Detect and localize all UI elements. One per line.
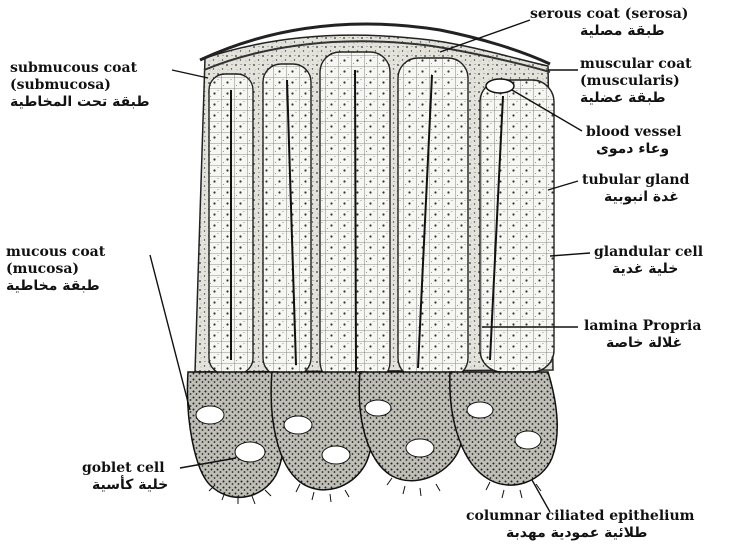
label-submucosa-en2: (submucosa) [10,77,150,94]
goblet-cell [406,439,434,457]
goblet-cell [515,431,541,449]
gland-lumen [355,70,356,372]
label-glandular-cell: glandular cell خلية غدية [594,244,703,278]
goblet-cell [284,416,312,434]
label-serosa-ar: طبقة مصلية [530,23,688,40]
label-muscularis-en2: (muscularis) [580,73,692,90]
label-glandular-cell-ar: خلية غدية [594,261,703,278]
label-lamina-propria-en: lamina Propria [584,318,701,335]
goblet-cell [467,402,493,418]
mucosal-fold [359,372,464,481]
label-submucosa-en1: submucous coat [10,60,150,77]
goblet-cell [196,406,224,424]
label-columnar-epithelium: columnar ciliated epithelium طلائية عمود… [466,508,694,542]
leader-glandular-cell [550,253,590,256]
leader-serosa [440,20,530,52]
label-mucosa-en1: mucous coat [6,244,105,261]
label-lamina-propria-ar: غلالة خاصة [584,335,701,352]
mucosal-fold [187,372,284,497]
label-columnar-epithelium-en: columnar ciliated epithelium [466,508,694,525]
label-submucosa: submucous coat (submucosa) طبقة تحت المخ… [10,60,150,111]
label-columnar-epithelium-ar: طلائية عمودية مهدبة [466,525,694,542]
label-tubular-gland-ar: غدة انبوبية [582,189,689,206]
label-submucosa-ar: طبقة تحت المخاطية [10,94,150,111]
mucosal-fold [450,372,557,485]
label-glandular-cell-en: glandular cell [594,244,703,261]
label-blood-vessel: blood vessel وعاء دموى [586,124,681,158]
mucosal-folds [187,372,557,504]
label-muscularis-en1: muscular coat [580,56,692,73]
goblet-cell [365,400,391,416]
label-tubular-gland: tubular gland غدة انبوبية [582,172,689,206]
goblet-cell [322,446,350,464]
leader-submucosa [172,70,208,78]
label-goblet-cell-ar: خلية كأسية [82,477,168,494]
label-goblet-cell-en: goblet cell [82,460,168,477]
label-mucosa: mucous coat (mucosa) طبقة مخاطية [6,244,105,295]
label-mucosa-en2: (mucosa) [6,261,105,278]
label-serosa-en: serous coat (serosa) [530,6,688,23]
goblet-cell [235,442,265,462]
mucosal-fold [271,372,373,490]
label-mucosa-ar: طبقة مخاطية [6,278,105,295]
label-lamina-propria: lamina Propria غلالة خاصة [584,318,701,352]
label-serosa: serous coat (serosa) طبقة مصلية [530,6,688,40]
label-blood-vessel-en: blood vessel [586,124,681,141]
leader-mucosa [150,255,190,410]
label-tubular-gland-en: tubular gland [582,172,689,189]
label-muscularis-ar: طبقة عضلية [580,90,692,107]
blood-vessel [486,79,514,93]
label-muscularis: muscular coat (muscularis) طبقة عضلية [580,56,692,107]
gland-4 [398,58,468,378]
label-blood-vessel-ar: وعاء دموى [586,141,681,158]
label-goblet-cell: goblet cell خلية كأسية [82,460,168,494]
